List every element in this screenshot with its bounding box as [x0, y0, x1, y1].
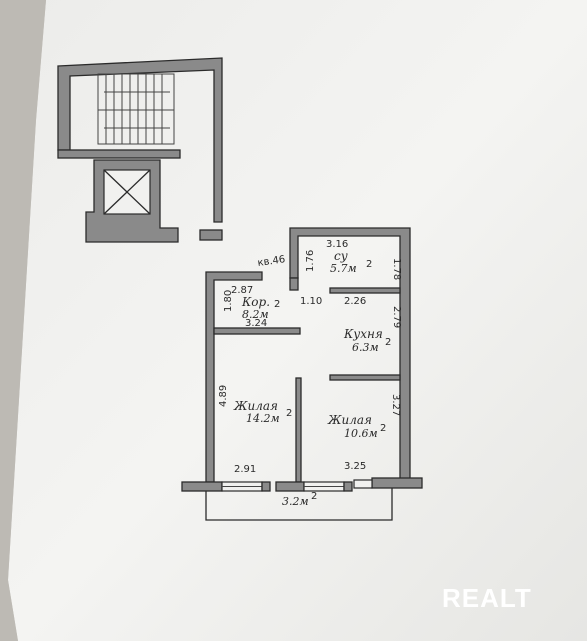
corridor-name: Кор.	[241, 295, 270, 309]
living-right-area: 10.6м	[344, 427, 378, 440]
dim-living-left-bottom: 2.91	[234, 464, 256, 475]
paper-sheet	[8, 0, 587, 641]
dim-bath-top: 3.16	[326, 239, 348, 250]
dim-bath-right: 1.78	[391, 258, 402, 280]
dim-bath-left: 1.76	[305, 250, 316, 272]
kitchen-area: 6.3м	[352, 341, 379, 354]
balcony-outline	[205, 488, 393, 521]
balcony-area: 3.2м	[282, 495, 309, 508]
living-right-area-unit: 2	[380, 423, 386, 434]
dim-corridor-bottom: 3.24	[245, 318, 267, 329]
bathroom-name: су	[334, 249, 348, 263]
stairwell	[57, 57, 223, 243]
bathroom-area: 5.7м	[330, 262, 357, 275]
paper-shadow	[0, 0, 46, 641]
labels: кв.46 3.16 1.76 1.78 су 5.7м 2 2.87 1.80…	[218, 239, 402, 508]
apartment-walls	[181, 227, 423, 521]
corridor-area: 8.2м	[242, 308, 269, 321]
dim-bath-bottom-gap: 1.10	[300, 296, 322, 307]
watermark-logo: REALT	[442, 583, 532, 613]
dim-living-right-side: 3.27	[390, 394, 401, 416]
living-left-area: 14.2м	[246, 412, 280, 425]
dim-living-right-bottom: 3.25	[344, 461, 366, 472]
stairs	[97, 73, 175, 145]
living-left-name: Жилая	[233, 399, 278, 413]
dim-kitchen-top: 2.26	[344, 296, 366, 307]
dim-living-left-side: 4.89	[218, 385, 229, 407]
living-right-name: Жилая	[327, 413, 372, 427]
corridor-area-unit: 2	[274, 299, 280, 310]
dim-kitchen-right: 2.79	[391, 306, 402, 328]
window-right	[353, 479, 373, 489]
dim-corridor-left: 1.80	[223, 290, 234, 312]
kitchen-area-unit: 2	[385, 337, 391, 348]
dim-corridor-top: 2.87	[231, 285, 253, 296]
kitchen-name: Кухня	[343, 327, 383, 341]
balcony-area-unit: 2	[311, 491, 317, 502]
bathroom-area-unit: 2	[366, 259, 372, 270]
apartment-label: кв.46	[257, 254, 286, 269]
living-left-area-unit: 2	[286, 408, 292, 419]
